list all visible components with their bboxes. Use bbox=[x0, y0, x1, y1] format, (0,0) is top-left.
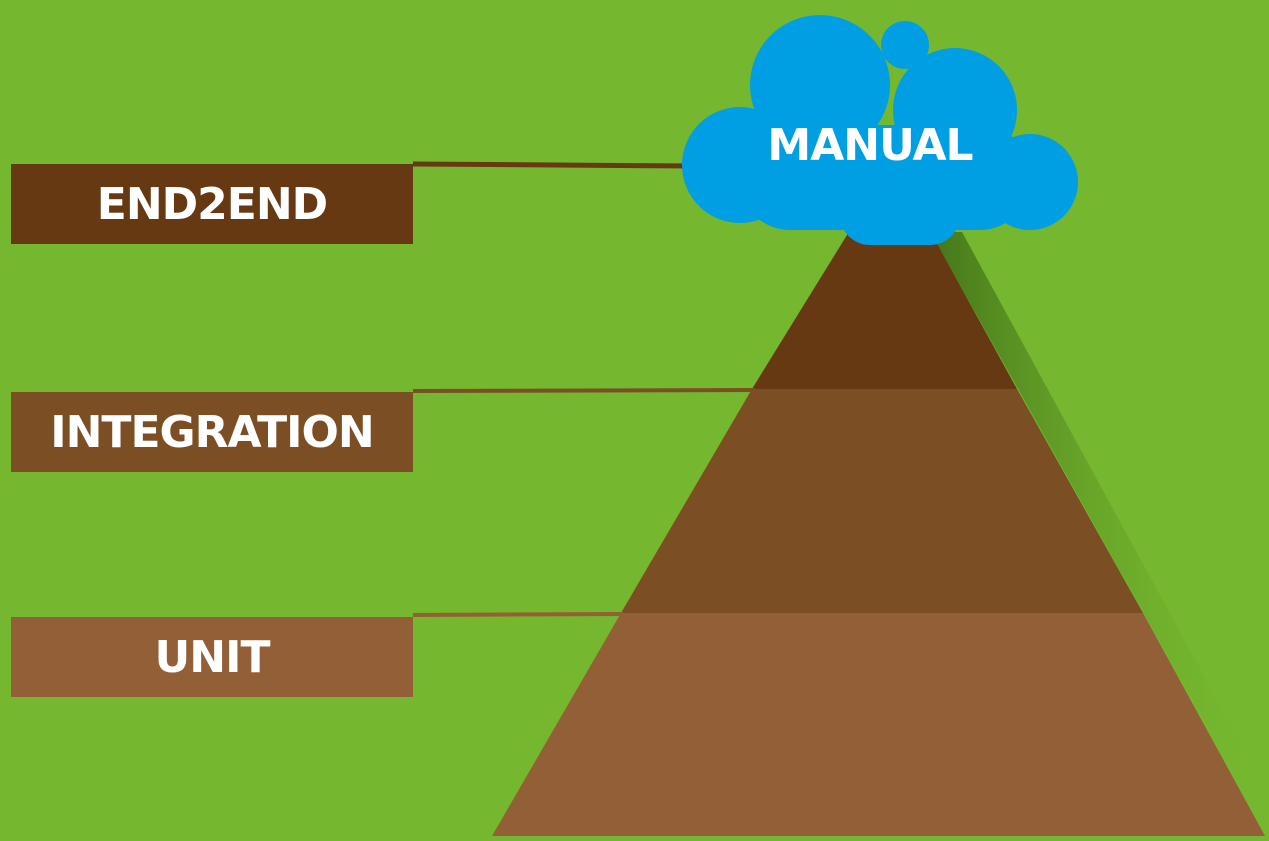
label-end2end-text: END2END bbox=[96, 178, 328, 230]
cloud-label: MANUAL bbox=[767, 120, 972, 171]
connector-line-integration bbox=[412, 388, 756, 393]
label-unit: UNIT bbox=[11, 617, 413, 697]
label-integration: INTEGRATION bbox=[11, 392, 413, 472]
pyramid-layer-end2end bbox=[752, 222, 1017, 389]
cloud-shape bbox=[682, 15, 1078, 245]
pyramid-layer-unit bbox=[492, 613, 1265, 836]
label-integration-text: INTEGRATION bbox=[50, 406, 375, 458]
connector-line-end2end bbox=[412, 161, 696, 169]
pyramid-shadow bbox=[930, 232, 1269, 836]
label-end2end: END2END bbox=[11, 164, 413, 244]
label-unit-text: UNIT bbox=[154, 631, 271, 683]
connector-line-unit bbox=[412, 612, 624, 617]
pyramid-layer-integration bbox=[621, 389, 1143, 613]
